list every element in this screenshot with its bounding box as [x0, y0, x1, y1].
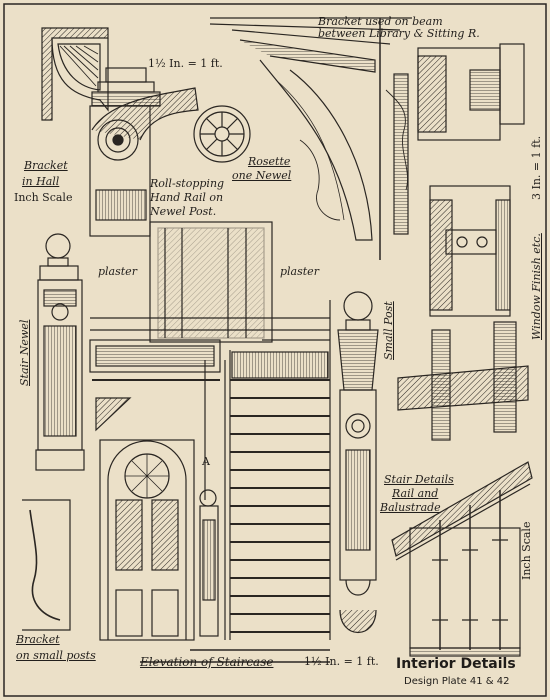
- label-bracket-small-line2: on small posts: [16, 649, 96, 662]
- label-small-post: Small Post: [382, 301, 395, 360]
- label-scale-top: 1½ In. = 1 ft.: [148, 57, 223, 70]
- label-roll-stopping-line3: Newel Post.: [150, 205, 217, 218]
- small-post-drawing: [337, 291, 379, 634]
- label-scale-bottom: 1½ In. = 1 ft.: [304, 655, 379, 668]
- label-plaster-left: plaster: [98, 265, 137, 278]
- roll-stopping-newel-drawing: [89, 67, 199, 237]
- plate-title: Interior Details: [396, 656, 516, 672]
- label-stair-details-line1: Stair Details: [384, 473, 454, 486]
- label-bracket-hall-line1: Bracket: [24, 159, 68, 172]
- label-inch-scale-right: Inch Scale: [520, 521, 533, 580]
- label-scale-right: 3 In. = 1 ft.: [530, 135, 543, 200]
- rosette-drawing: [193, 105, 251, 163]
- stair-newel-drawing: [35, 233, 85, 471]
- beam-bracket-cornice-drawing: [209, 17, 412, 260]
- label-stair-newel: Stair Newel: [18, 319, 31, 386]
- label-bracket-small-line1: Bracket: [16, 633, 60, 646]
- label-stair-details-line2: Rail and: [392, 487, 439, 500]
- label-elevation-staircase: Elevation of Staircase: [140, 655, 274, 669]
- label-stair-details-line3: Balustrade: [380, 501, 441, 514]
- label-rosette-line2: one Newel: [232, 169, 292, 182]
- plate-subtitle: Design Plate 41 & 42: [404, 676, 510, 687]
- label-roll-stopping-line2: Hand Rail on: [150, 191, 224, 204]
- hall-bracket-drawing: [41, 27, 109, 121]
- label-bracket-beam-line1: Bracket used on beam: [318, 15, 443, 28]
- label-roll-stopping-line1: Roll-stopping: [150, 177, 225, 190]
- plate-border: [3, 3, 547, 697]
- label-rosette-line1: Rosette: [248, 155, 291, 168]
- small-post-bracket-drawing: [22, 397, 132, 631]
- window-finish-details-drawing: [397, 43, 529, 441]
- staircase-elevation-drawing: [89, 221, 331, 663]
- label-bracket-hall-line2: in Hall: [22, 175, 60, 188]
- label-inch-scale-left: Inch Scale: [14, 191, 73, 204]
- label-plaster-right: plaster: [280, 265, 319, 278]
- label-bracket-beam-line2: between Library & Sitting R.: [318, 27, 480, 40]
- label-window-finish: Window Finish etc.: [530, 233, 543, 340]
- rail-balustrade-drawing: [391, 461, 533, 657]
- label-marker-a: A: [202, 455, 210, 468]
